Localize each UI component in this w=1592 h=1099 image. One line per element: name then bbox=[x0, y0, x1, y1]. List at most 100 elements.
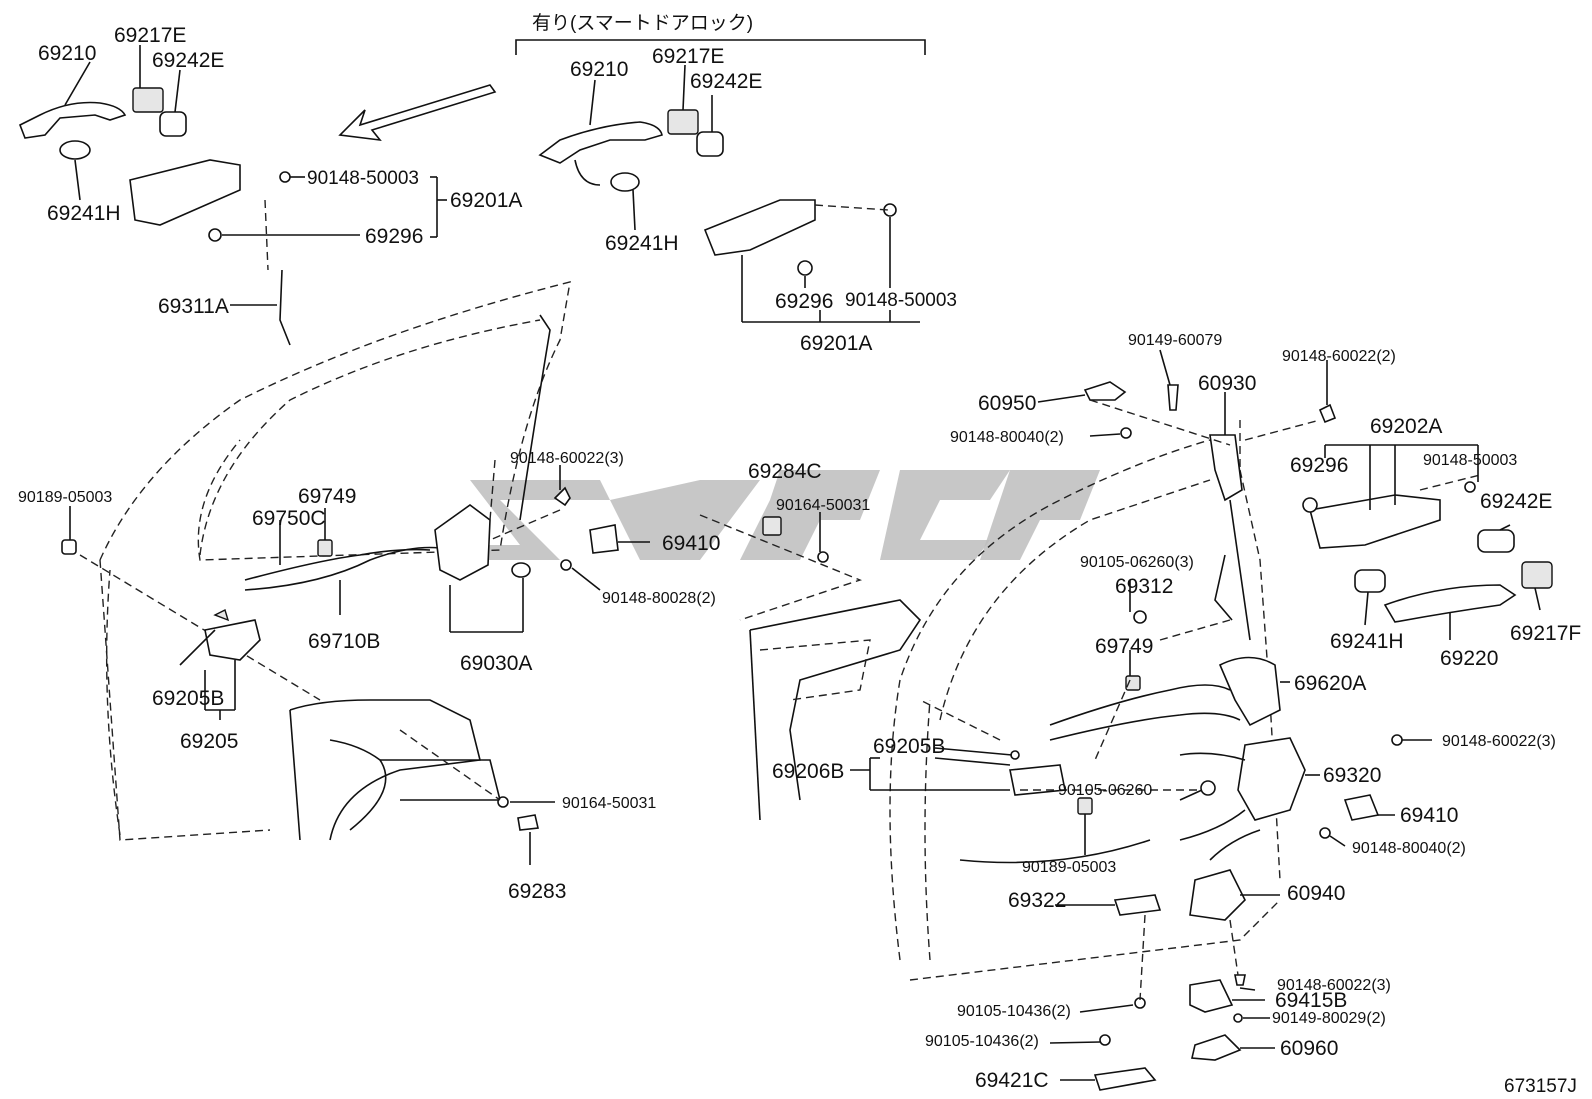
bolt-90148-60022-c bbox=[1391, 734, 1403, 746]
bracket-69415B bbox=[1189, 979, 1234, 1013]
label-69242E-b: 69242E bbox=[690, 70, 762, 93]
label-69201A-b: 69201A bbox=[800, 332, 872, 355]
label-90148-60022-2: 90148-60022(2) bbox=[1282, 348, 1396, 365]
inner-handle-cap-69205B bbox=[213, 609, 230, 622]
bracket-60950 bbox=[1083, 381, 1127, 401]
smart-lock-bracket bbox=[515, 39, 926, 55]
bolt-90164-50031-a bbox=[817, 551, 829, 563]
bracket-69421C bbox=[1093, 1067, 1157, 1091]
clip-69749-a bbox=[317, 539, 333, 557]
label-60960: 60960 bbox=[1280, 1037, 1338, 1060]
bolt-90148-50003-a bbox=[279, 171, 291, 183]
bolt-90148-60022-b bbox=[1318, 403, 1337, 424]
bolt-90148-80040-b bbox=[1319, 827, 1331, 839]
direction-arrow bbox=[338, 84, 497, 142]
handle-pad-69241H-c bbox=[1354, 569, 1386, 593]
label-90148-60022-3-b: 90148-60022(3) bbox=[1442, 733, 1556, 750]
label-90105-10436-2-a: 90105-10436(2) bbox=[957, 1003, 1071, 1020]
label-69322: 69322 bbox=[1008, 889, 1066, 912]
striker-69410-b bbox=[1343, 794, 1380, 821]
handle-frame-69201A-a bbox=[129, 159, 241, 226]
label-69283: 69283 bbox=[508, 880, 566, 903]
bolt-90164-50031-b bbox=[497, 796, 509, 808]
handle-frame-69202A bbox=[1309, 494, 1441, 549]
label-90105-10436-2-b: 90105-10436(2) bbox=[925, 1033, 1039, 1050]
clip-69284C bbox=[762, 516, 782, 536]
label-69241H-c: 69241H bbox=[1330, 630, 1404, 653]
handle-cap-69217F bbox=[1521, 561, 1553, 589]
rod-69312 bbox=[1214, 554, 1233, 621]
bolt-90105-10436-b bbox=[1099, 1034, 1111, 1046]
label-69217E-a: 69217E bbox=[114, 24, 186, 47]
latch-60930 bbox=[1209, 434, 1243, 502]
label-90189-05003-b: 90189-05003 bbox=[1022, 859, 1116, 876]
label-69415B: 69415B bbox=[1275, 989, 1347, 1012]
label-90164-50031-a: 90164-50031 bbox=[776, 497, 870, 514]
label-90105-06260: 90105-06260 bbox=[1058, 782, 1152, 799]
handle-pad-69241H-b bbox=[610, 172, 640, 192]
bolt-90105-06260-a bbox=[1133, 610, 1147, 624]
label-69206B: 69206B bbox=[772, 760, 844, 783]
diagram-code: 673157J bbox=[1504, 1076, 1577, 1097]
outer-handle-69220 bbox=[1383, 584, 1517, 623]
label-90164-50031-b: 90164-50031 bbox=[562, 795, 656, 812]
label-69284C: 69284C bbox=[748, 460, 822, 483]
label-90189-05003-a: 90189-05003 bbox=[18, 489, 112, 506]
label-69205B-a: 69205B bbox=[152, 687, 224, 710]
cable-69710B bbox=[244, 546, 441, 591]
handle-pad-69242E-b bbox=[696, 131, 724, 157]
label-90148-50003-c: 90148-50003 bbox=[1423, 452, 1517, 469]
rear-lock-assembly bbox=[850, 349, 1553, 1091]
part-number-labels: 有り(スマートドアロック) 673157J 69210 69217E 69242… bbox=[18, 12, 1581, 1097]
bolt-90148-60022-a bbox=[553, 486, 571, 507]
bolt-69296-a bbox=[208, 228, 222, 242]
inner-handle-cap-69205B-b bbox=[1010, 750, 1020, 760]
label-90148-60022-3-a: 90148-60022(3) bbox=[510, 450, 624, 467]
handle-cap-69217E-a bbox=[132, 87, 164, 113]
label-69242E-a: 69242E bbox=[152, 49, 224, 72]
label-69217E-b: 69217E bbox=[652, 45, 724, 68]
lower-lock-60940 bbox=[1189, 869, 1246, 921]
label-69296-a: 69296 bbox=[365, 225, 423, 248]
label-69210-b: 69210 bbox=[570, 58, 628, 81]
clip-90189-05003-a bbox=[61, 539, 77, 555]
clip-69749-b bbox=[1125, 675, 1141, 691]
label-60940: 60940 bbox=[1287, 882, 1345, 905]
label-69410-a: 69410 bbox=[662, 532, 720, 555]
label-69201A-a: 69201A bbox=[450, 189, 522, 212]
lock-seal-69030A bbox=[511, 562, 531, 578]
label-90148-80040-2-a: 90148-80040(2) bbox=[950, 429, 1064, 446]
door-lock-69030A bbox=[434, 504, 491, 581]
label-69205B-b: 69205B bbox=[873, 735, 945, 758]
bolt-90148-80028 bbox=[560, 559, 572, 571]
outer-handle-assembly-b bbox=[538, 64, 920, 323]
label-90148-80040-2-b: 90148-80040(2) bbox=[1352, 840, 1466, 857]
label-69750C: 69750C bbox=[252, 507, 326, 530]
smart-lock-note: 有り(スマートドアロック) bbox=[532, 12, 753, 34]
bolt-69296-c bbox=[1302, 497, 1318, 513]
label-90105-06260-3: 90105-06260(3) bbox=[1080, 554, 1194, 571]
bolt-90105-06260-b bbox=[1200, 780, 1216, 796]
label-69205: 69205 bbox=[180, 730, 238, 753]
watermark-logo bbox=[470, 470, 1100, 560]
label-69220: 69220 bbox=[1440, 647, 1498, 670]
bolt-90148-50003-c bbox=[1464, 481, 1476, 493]
label-69242E-c: 69242E bbox=[1480, 490, 1552, 513]
outer-handle-assembly-a bbox=[18, 45, 447, 346]
label-69421C: 69421C bbox=[975, 1069, 1049, 1092]
rod-69311A bbox=[279, 269, 291, 346]
handle-pad-69241H-a bbox=[59, 140, 91, 160]
cable-69750C bbox=[244, 548, 431, 581]
label-60950: 60950 bbox=[978, 392, 1036, 415]
rear-door-outline bbox=[749, 439, 1281, 981]
label-69217F: 69217F bbox=[1510, 622, 1581, 645]
cap-69283 bbox=[517, 814, 539, 831]
handle-pad-69242E-c bbox=[1477, 529, 1515, 553]
label-69749-b: 69749 bbox=[1095, 635, 1153, 658]
outer-handle-69210-b bbox=[538, 121, 663, 164]
bolt-90148-80040-a bbox=[1120, 427, 1132, 439]
handle-cap-69217E-b bbox=[667, 109, 699, 135]
label-69749-a: 69749 bbox=[298, 485, 356, 508]
door-lock-69320 bbox=[1237, 737, 1306, 821]
